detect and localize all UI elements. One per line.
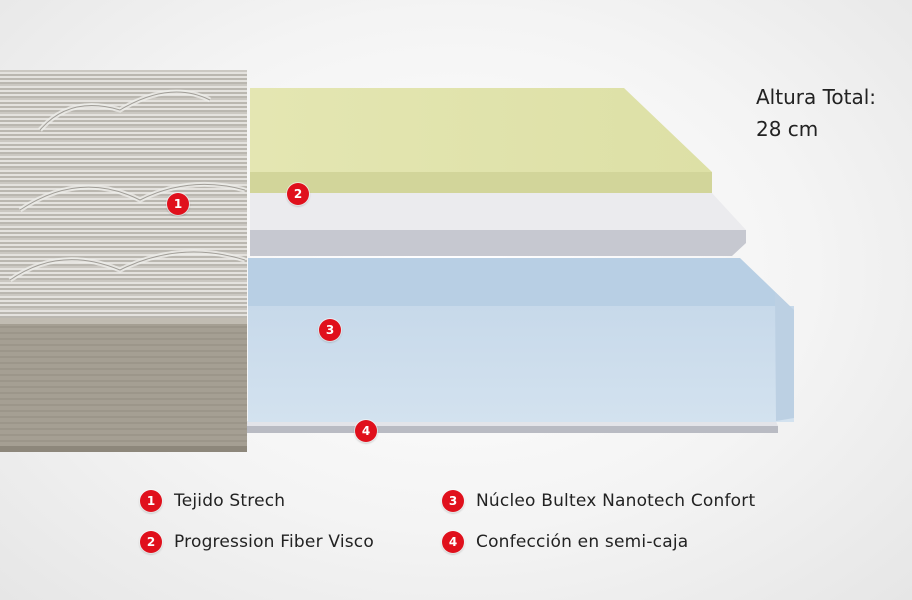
total-height-label: Altura Total: 28 cm [756, 81, 876, 145]
legend-item-1: 1 Tejido Strech [140, 489, 285, 513]
legend-2-badge: 2 [140, 531, 162, 553]
legend-3-badge: 3 [442, 490, 464, 512]
base-layer [247, 421, 778, 433]
legend-2-label: Progression Fiber Visco [174, 532, 374, 552]
legend-item-3: 3 Núcleo Bultex Nanotech Confort [442, 489, 755, 513]
total-height-value: 28 cm [756, 117, 819, 141]
fabric-block [0, 70, 247, 452]
marker-1-badge: 1 [167, 193, 189, 215]
fiber-layer [250, 193, 746, 256]
legend-4-badge: 4 [442, 531, 464, 553]
marker-4-badge: 4 [355, 420, 377, 442]
legend-item-2: 2 Progression Fiber Visco [140, 530, 374, 554]
total-height-caption: Altura Total: [756, 85, 877, 109]
legend-item-4: 4 Confección en semi-caja [442, 530, 688, 554]
marker-3-badge: 3 [319, 319, 341, 341]
legend-4-label: Confección en semi-caja [476, 532, 689, 552]
legend-3-label: Núcleo Bultex Nanotech Confort [476, 491, 756, 511]
marker-2-badge: 2 [287, 183, 309, 205]
visco-layer [250, 88, 712, 193]
legend-1-badge: 1 [140, 490, 162, 512]
legend-1-label: Tejido Strech [174, 491, 286, 511]
